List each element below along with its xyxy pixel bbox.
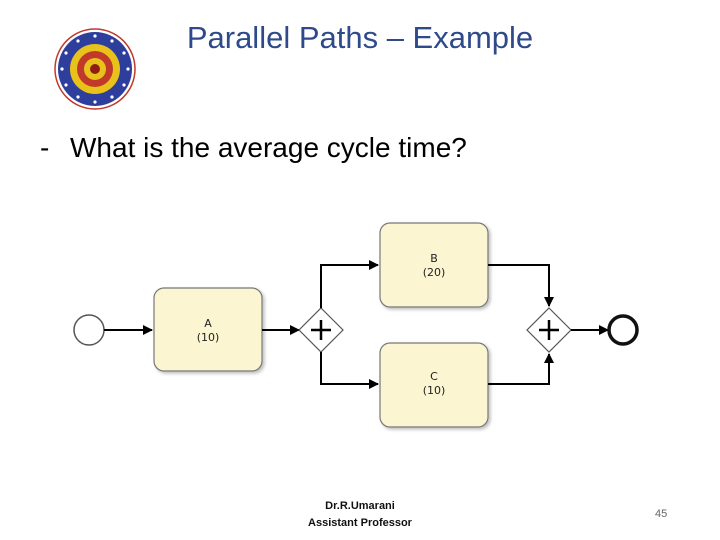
footer-author: Dr.R.Umarani Assistant Professor (270, 498, 450, 532)
task-a-duration: (10) (197, 331, 220, 344)
task-c-duration: (10) (423, 384, 446, 397)
page-number: 45 (655, 508, 668, 520)
task-c-name: C (430, 370, 438, 383)
institute-logo-icon (54, 28, 136, 110)
question-text: What is the average cycle time? (70, 132, 467, 163)
task-a-name: A (204, 317, 212, 330)
footer-name: Dr.R.Umarani (325, 500, 395, 512)
task-c: C (10) (379, 342, 489, 428)
question-bullet: -What is the average cycle time? (40, 132, 467, 164)
parallel-split-gateway (298, 307, 344, 353)
flow-split-to-b (320, 260, 379, 308)
flow-split-to-c (320, 352, 379, 389)
flow-b-to-join (488, 264, 554, 307)
slide-title: Parallel Paths – Example (186, 20, 534, 55)
flow-c-to-join (488, 353, 554, 385)
bullet-dash: - (40, 132, 50, 163)
task-b-duration: (20) (423, 266, 446, 279)
parallel-join-gateway (526, 307, 572, 353)
task-b-name: B (430, 252, 438, 265)
footer-role: Assistant Professor (308, 517, 412, 529)
end-event (607, 314, 639, 346)
task-b: B (20) (379, 222, 489, 308)
task-a: A (10) (153, 287, 263, 372)
start-event (73, 314, 105, 346)
